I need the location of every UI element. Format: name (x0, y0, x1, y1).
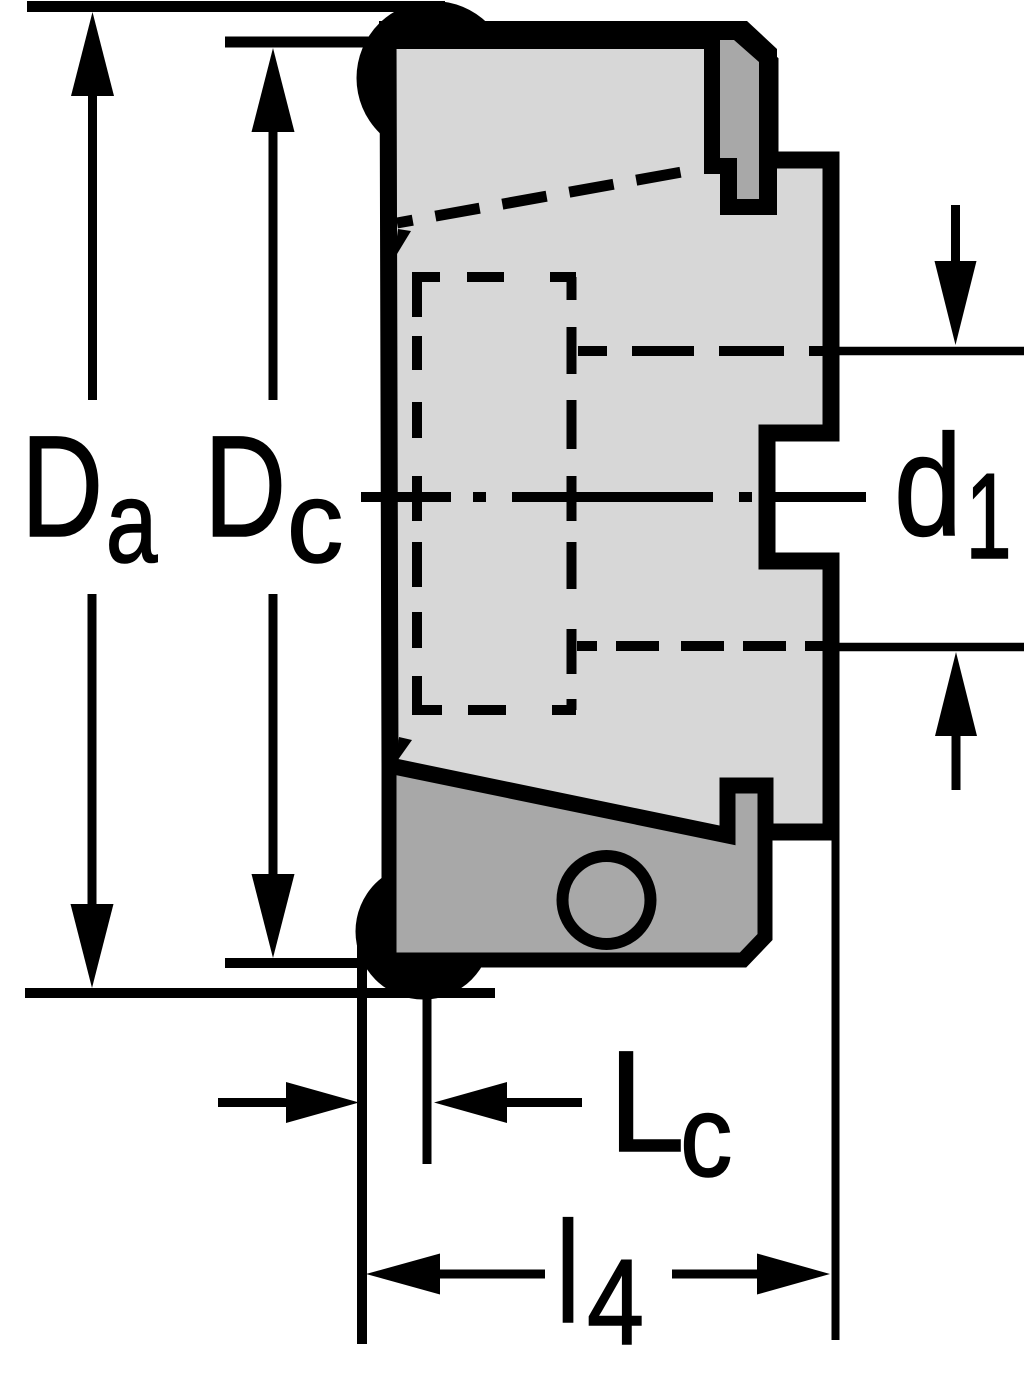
svg-text:c: c (287, 458, 343, 587)
svg-text:c: c (680, 1072, 732, 1201)
svg-text:d: d (894, 406, 962, 567)
svg-text:a: a (106, 458, 158, 587)
svg-text:1: 1 (966, 449, 1012, 585)
svg-text:L: L (609, 1021, 685, 1182)
svg-text:D: D (21, 407, 103, 567)
svg-text:4: 4 (587, 1234, 644, 1370)
svg-text:l: l (556, 1192, 580, 1353)
svg-text:D: D (204, 407, 286, 567)
